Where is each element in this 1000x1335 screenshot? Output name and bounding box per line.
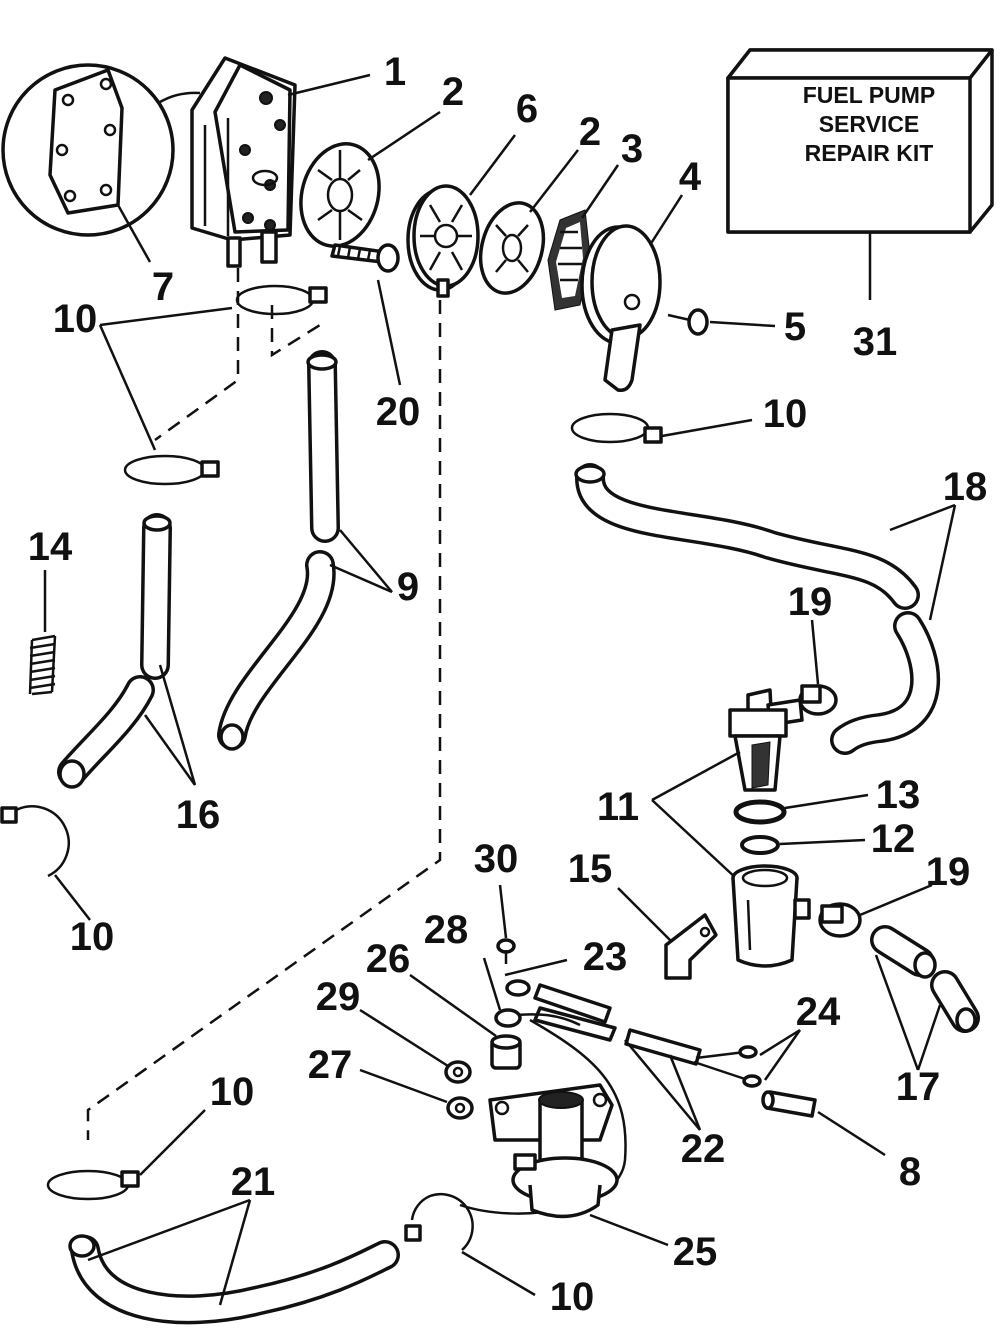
wire-harness xyxy=(459,957,802,1215)
callout-10-bottom-center: 10 xyxy=(550,1275,595,1319)
callout-14: 14 xyxy=(28,525,73,569)
callout-29: 29 xyxy=(316,975,361,1019)
callout-7: 7 xyxy=(152,265,174,309)
callout-13: 13 xyxy=(876,773,921,817)
ring-terminal xyxy=(359,1068,474,1120)
callout-19-lower: 19 xyxy=(926,850,971,894)
gasket-detail-circle xyxy=(1,63,201,263)
hose-clamp-bottom-left xyxy=(46,1109,206,1201)
short-hoses xyxy=(870,925,980,1071)
callout-10-lower-left: 10 xyxy=(70,915,115,959)
callout-2-right: 2 xyxy=(579,110,601,154)
callout-10-top-right: 10 xyxy=(763,392,808,436)
standoff xyxy=(409,973,522,1070)
callout-27: 27 xyxy=(308,1043,353,1087)
kit-line-1: FUEL PUMP xyxy=(803,82,935,108)
electric-fuel-pump xyxy=(488,1083,669,1247)
pump-screw xyxy=(330,243,402,386)
callout-26: 26 xyxy=(366,937,411,981)
kit-line-3: REPAIR KIT xyxy=(805,140,934,166)
callout-9: 9 xyxy=(397,565,419,609)
callout-5: 5 xyxy=(784,305,806,349)
cover-screw xyxy=(667,308,776,336)
callout-1: 1 xyxy=(384,50,406,94)
check-valve-plate xyxy=(406,134,516,298)
callout-30: 30 xyxy=(474,837,519,881)
diaphragm-right xyxy=(478,149,579,295)
callout-24: 24 xyxy=(796,990,841,1034)
fuel-filter-assembly xyxy=(651,688,804,881)
o-ring-small xyxy=(740,835,866,855)
repair-kit-box: FUEL PUMP SERVICE REPAIR KIT xyxy=(726,48,994,234)
callout-12: 12 xyxy=(871,817,916,861)
clip-upper xyxy=(798,619,838,716)
callout-10-top-left: 10 xyxy=(53,297,98,341)
hose-clamp-mid-left xyxy=(123,454,220,486)
hose-pair-center xyxy=(217,350,393,751)
callout-8: 8 xyxy=(899,1150,921,1194)
o-ring-large xyxy=(733,793,869,825)
callout-28: 28 xyxy=(424,908,469,952)
callout-18: 18 xyxy=(943,465,988,509)
filter-screen xyxy=(547,164,620,311)
callout-3: 3 xyxy=(621,127,643,171)
fuel-pump-body xyxy=(190,56,371,268)
callout-labels: 1 2 6 2 3 4 7 31 5 20 10 10 18 14 9 19 1… xyxy=(28,50,988,1319)
callout-21: 21 xyxy=(231,1160,276,1204)
callout-11: 11 xyxy=(597,785,639,829)
diaphragm-left xyxy=(299,110,441,248)
callout-10-bottom-left: 10 xyxy=(210,1070,255,1114)
callout-22: 22 xyxy=(681,1127,726,1171)
pump-cover xyxy=(580,194,684,393)
clip-lower xyxy=(818,883,933,938)
callout-31: 31 xyxy=(853,320,898,364)
callout-16: 16 xyxy=(176,793,221,837)
callout-25: 25 xyxy=(673,1230,718,1274)
hose-pair-left xyxy=(57,513,197,789)
callout-23: 23 xyxy=(583,935,628,979)
hose-clamp-lower-left xyxy=(0,805,91,921)
callout-6: 6 xyxy=(516,87,538,131)
callout-2-left: 2 xyxy=(442,70,464,114)
small-screw xyxy=(496,884,516,964)
kit-line-2: SERVICE xyxy=(819,111,920,137)
hose-clamp-top-right xyxy=(570,412,753,444)
callout-20: 20 xyxy=(376,390,421,434)
callout-15: 15 xyxy=(568,847,613,891)
long-hose xyxy=(68,1198,400,1325)
bracket xyxy=(617,887,718,980)
spring xyxy=(28,570,57,696)
callout-4: 4 xyxy=(679,155,702,199)
hose-clamp-top-left xyxy=(98,284,328,451)
small-tube xyxy=(761,1090,886,1157)
callout-19-upper: 19 xyxy=(788,580,833,624)
hose-pair-right xyxy=(574,463,957,755)
hose-clamp-bottom-center xyxy=(404,1192,536,1297)
callout-17: 17 xyxy=(896,1065,941,1109)
filter-bowl xyxy=(731,864,811,968)
hex-nut xyxy=(359,1008,472,1084)
